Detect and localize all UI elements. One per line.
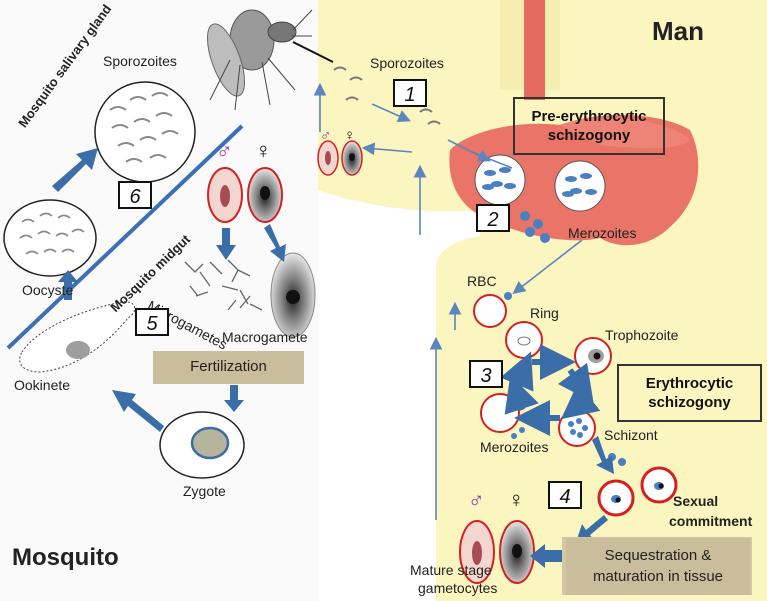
ookinete-shape <box>19 301 136 373</box>
sequestration-line-2: maturation in tissue <box>592 567 724 585</box>
region-man: Man <box>652 16 704 46</box>
label-macrogamete: Macrogamete <box>222 329 308 345</box>
female-symbol-mosquito: ♀ <box>255 138 272 163</box>
label-merozoites-blood: Merozoites <box>480 439 549 455</box>
step-2: 2 <box>476 204 510 232</box>
sequestration-box: Sequestration & maturation in tissue <box>566 538 750 595</box>
step-4: 4 <box>548 481 582 509</box>
label-ring: Ring <box>530 305 559 321</box>
label-sporozoites-mosquito: Sporozoites <box>103 53 177 69</box>
midgut-line <box>6 124 244 350</box>
step-5: 5 <box>135 308 169 336</box>
erythrocytic-line-1: Erythrocytic <box>645 374 734 392</box>
label-merozoites-liver: Merozoites <box>568 225 637 241</box>
label-gametocytes: gametocytes <box>418 580 498 596</box>
female-symbol-blood: ♀ <box>508 487 525 512</box>
female-symbol-small: ♀ <box>344 127 356 144</box>
label-commitment: commitment <box>669 513 753 529</box>
esophagus <box>524 0 545 100</box>
male-symbol-blood: ♂ <box>468 487 485 512</box>
pre-erythrocytic-line-1: Pre-erythrocytic <box>531 107 647 125</box>
male-symbol-mosquito: ♂ <box>216 138 233 163</box>
step-6: 6 <box>118 181 152 209</box>
label-oocyst: Oocyste <box>22 282 74 298</box>
sequestration-line-1: Sequestration & <box>604 547 712 565</box>
thick-arrows <box>52 148 614 568</box>
step-1: 1 <box>393 79 427 107</box>
liver-schizonts <box>474 154 606 243</box>
label-schizont: Schizont <box>604 427 658 443</box>
erythrocytic-box: Erythrocytic schizogony <box>617 364 762 422</box>
mosquito-icon <box>207 9 313 111</box>
label-trophozoite: Trophozoite <box>605 327 679 343</box>
label-ookinete: Ookinete <box>14 377 71 393</box>
male-symbol-small: ♂ <box>320 127 332 144</box>
erythrocytic-line-2: schizogony <box>648 394 731 411</box>
fertilization-box: Fertilization <box>153 351 304 384</box>
pre-erythrocytic-line-2: schizogony <box>547 127 631 144</box>
region-mosquito: Mosquito <box>12 544 119 571</box>
label-zygote: Zygote <box>183 483 226 499</box>
label-rbc: RBC <box>467 273 497 289</box>
label-sexual: Sexual <box>673 493 719 509</box>
label-mature-stage: Mature stage <box>410 562 492 578</box>
label-sporozoites-man: Sporozoites <box>370 55 444 71</box>
pre-erythrocytic-box: Pre-erythrocytic schizogony <box>513 97 665 155</box>
step-3: 3 <box>469 360 503 388</box>
